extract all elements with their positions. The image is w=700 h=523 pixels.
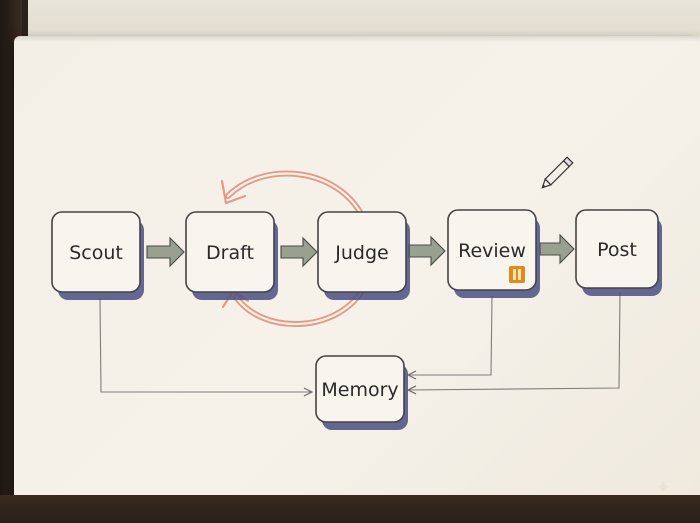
- review-to-memory-line: [408, 295, 493, 375]
- page-fold-shadow: [14, 36, 700, 42]
- node-memory: Memory: [315, 355, 408, 430]
- pencil-icon: [541, 156, 574, 189]
- node-scout: Scout: [51, 211, 144, 300]
- post-to-memory-line: [408, 291, 621, 390]
- node-memory-label: Memory: [321, 379, 398, 401]
- node-post: Post: [575, 209, 662, 296]
- arrow-judge-review: [408, 235, 446, 267]
- arrow-review-post: [539, 233, 575, 265]
- loop-arrow-top: [225, 170, 363, 215]
- arrow-scout-draft: [146, 236, 185, 268]
- scout-to-memory-line: [99, 297, 312, 392]
- node-review: Review: [447, 209, 540, 298]
- node-judge: Judge: [317, 211, 410, 300]
- node-draft-label: Draft: [206, 242, 254, 264]
- stage-arrows: [146, 233, 575, 268]
- node-scout-label: Scout: [69, 242, 123, 264]
- node-draft: Draft: [185, 211, 278, 300]
- table-surface-bottom: [0, 495, 700, 523]
- pause-icon: [509, 266, 525, 283]
- sparkle-icon: ✦: [654, 475, 672, 499]
- revision-loop: [220, 170, 365, 327]
- memory-connectors: [99, 291, 621, 392]
- node-post-label: Post: [597, 239, 637, 261]
- arrow-draft-judge: [280, 236, 318, 268]
- node-judge-label: Judge: [334, 242, 388, 264]
- node-review-label: Review: [458, 240, 526, 262]
- loop-arrow-top-head: [220, 179, 247, 205]
